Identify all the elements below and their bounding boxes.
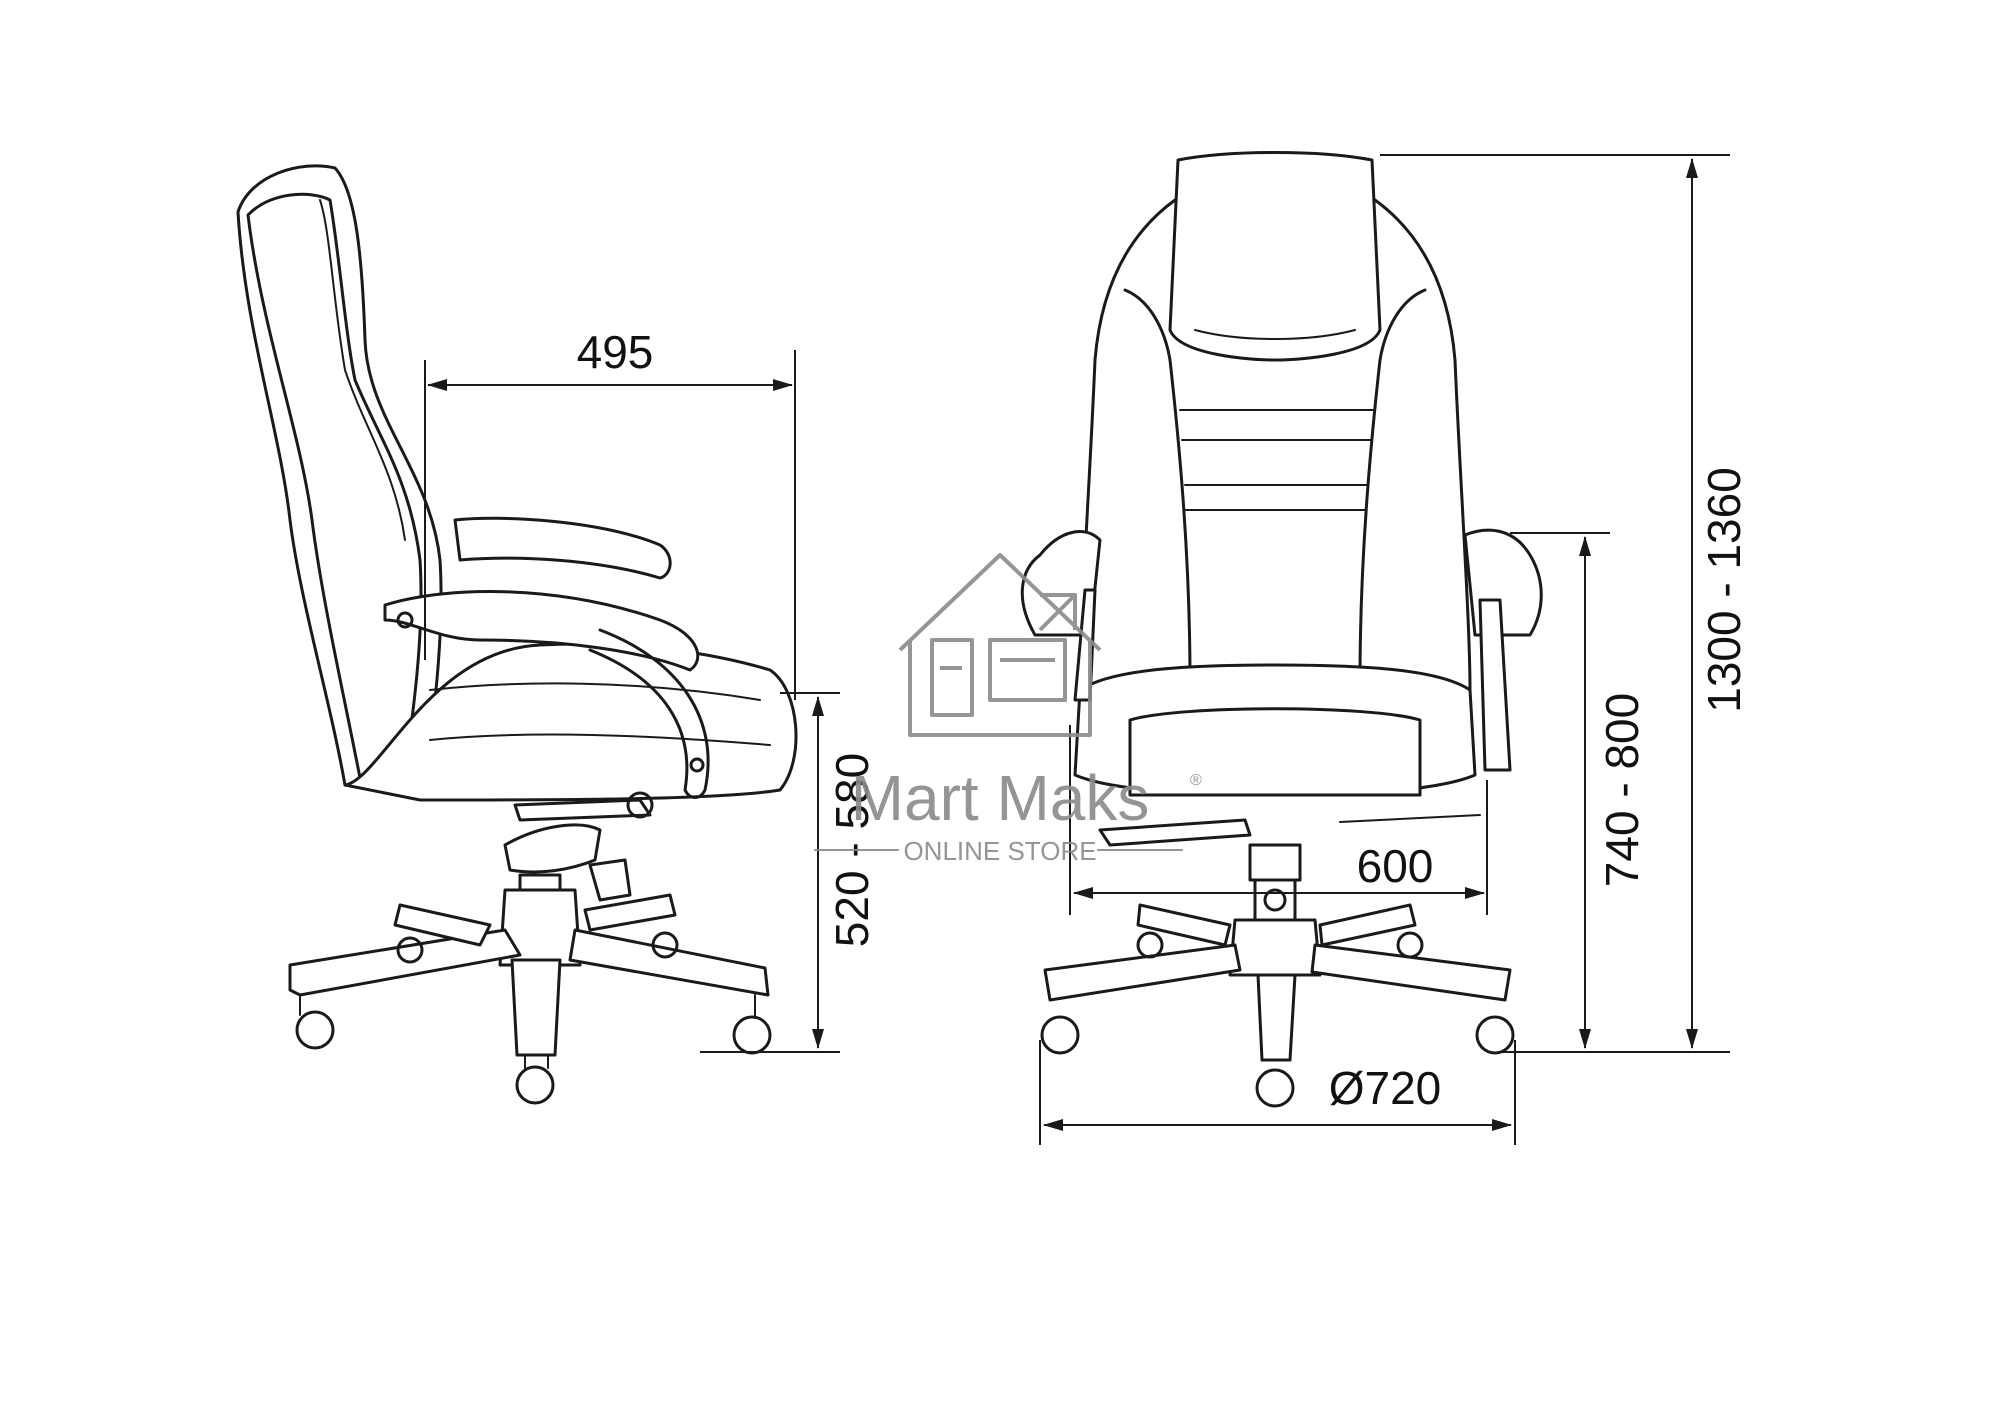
watermark-brand: Mart Maks — [851, 762, 1150, 834]
front-view-chair — [1020, 151, 1543, 1108]
watermark: Mart Maks ® ONLINE STORE — [814, 553, 1202, 866]
dimension-seat-depth: 495 — [424, 326, 796, 700]
base-diameter-label: Ø720 — [1329, 1062, 1442, 1114]
house-with-appliances-icon — [898, 553, 1102, 737]
armrest-height-label: 740 - 800 — [1596, 693, 1648, 887]
overall-height-label: 1300 - 1360 — [1698, 467, 1750, 713]
dimension-base-diameter: Ø720 — [1039, 1040, 1516, 1145]
watermark-registered-mark: ® — [1190, 772, 1202, 789]
dimension-seat-width: 600 — [1069, 725, 1488, 915]
dimension-overall-height: 1300 - 1360 — [1380, 154, 1750, 1053]
seat-width-label: 600 — [1357, 840, 1434, 892]
side-view-chair — [236, 164, 798, 1105]
dimension-armrest-height: 740 - 800 — [1500, 532, 1648, 1053]
watermark-tagline: ONLINE STORE — [903, 836, 1096, 866]
seat-depth-label: 495 — [577, 326, 654, 378]
